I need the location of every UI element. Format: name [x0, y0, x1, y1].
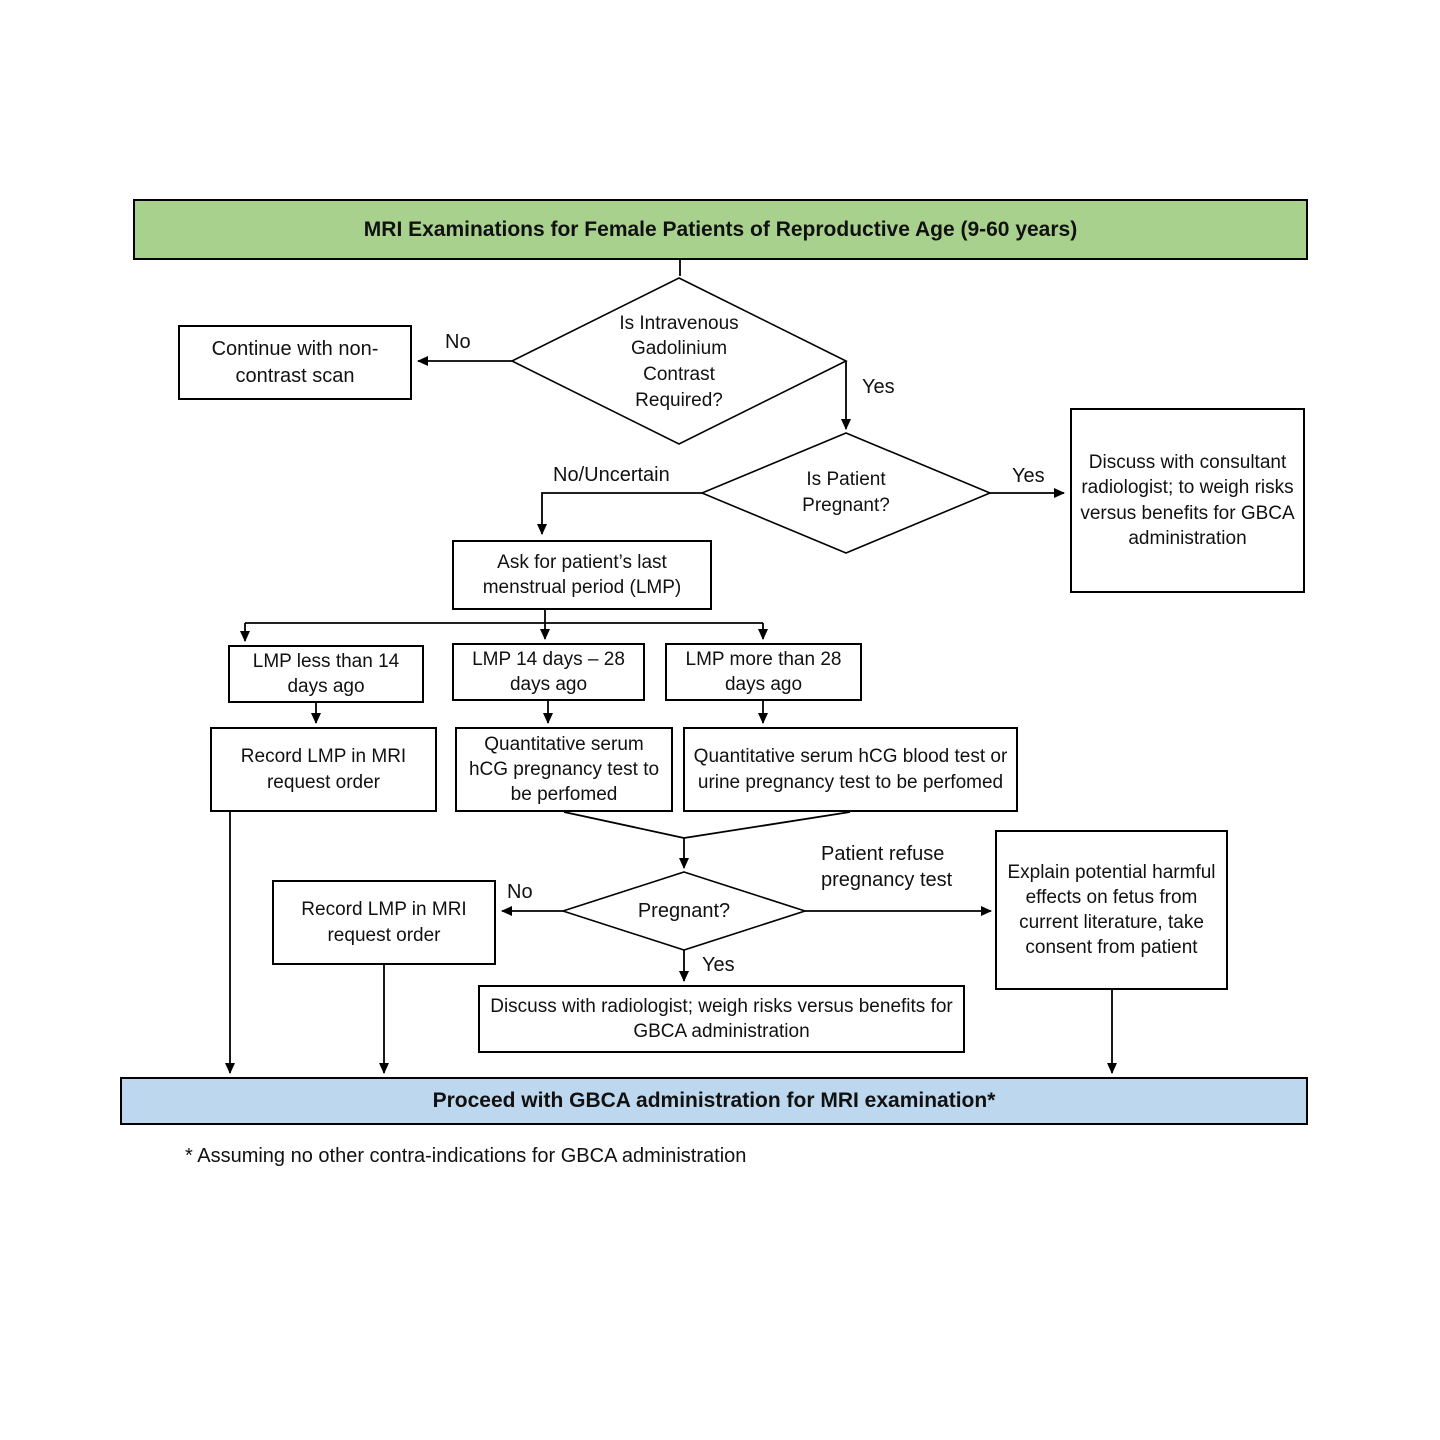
node-lmp-14-28: LMP 14 days – 28 days ago: [452, 643, 645, 701]
edge-label-no-pregnant: No: [507, 881, 533, 903]
decision-patient-pregnant-label: Is Patient Pregnant?: [802, 469, 890, 516]
decision-diamond-contrast: [510, 277, 848, 445]
decision-contrast-required-label: Is Intravenous Gadolinium Contrast Requi…: [619, 312, 739, 411]
edge-label-no-contrast: No: [445, 331, 471, 353]
node-discuss-radiologist: Discuss with radiologist; weigh risks ve…: [478, 985, 965, 1053]
footnote: * Assuming no other contra-indications f…: [185, 1145, 747, 1167]
edge-label-yes-contrast: Yes: [862, 376, 895, 398]
edge-label-yes-pregnant2: Yes: [702, 954, 735, 976]
proceed-banner: Proceed with GBCA administration for MRI…: [120, 1077, 1308, 1125]
node-ask-lmp: Ask for patient’s last menstrual period …: [452, 540, 712, 610]
node-record-lmp-1: Record LMP in MRI request order: [210, 727, 437, 812]
node-serum-test: Quantitative serum hCG pregnancy test to…: [455, 727, 673, 812]
edge-label-no-uncertain: No/Uncertain: [553, 464, 670, 486]
edge-label-yes-pregnant: Yes: [1012, 465, 1045, 487]
node-lmp-more-28: LMP more than 28 days ago: [665, 643, 862, 701]
node-continue-noncontrast: Continue with non-contrast scan: [178, 325, 412, 400]
node-record-lmp-2: Record LMP in MRI request order: [272, 880, 496, 965]
title-banner: MRI Examinations for Female Patients of …: [133, 199, 1308, 260]
decision-pregnant-label: Pregnant?: [637, 899, 731, 922]
node-blood-urine-test: Quantitative serum hCG blood test or uri…: [683, 727, 1018, 812]
node-consultant-radiologist: Discuss with consultant radiologist; to …: [1070, 408, 1305, 593]
decision-diamond-patient-pregnant: [699, 432, 993, 554]
decision-diamond-pregnant: [560, 871, 808, 951]
node-lmp-less-14: LMP less than 14 days ago: [228, 645, 424, 703]
node-explain-risks: Explain potential harmful effects on fet…: [995, 830, 1228, 990]
edge-label-refuse-test: Patient refuse pregnancy test: [821, 843, 953, 891]
